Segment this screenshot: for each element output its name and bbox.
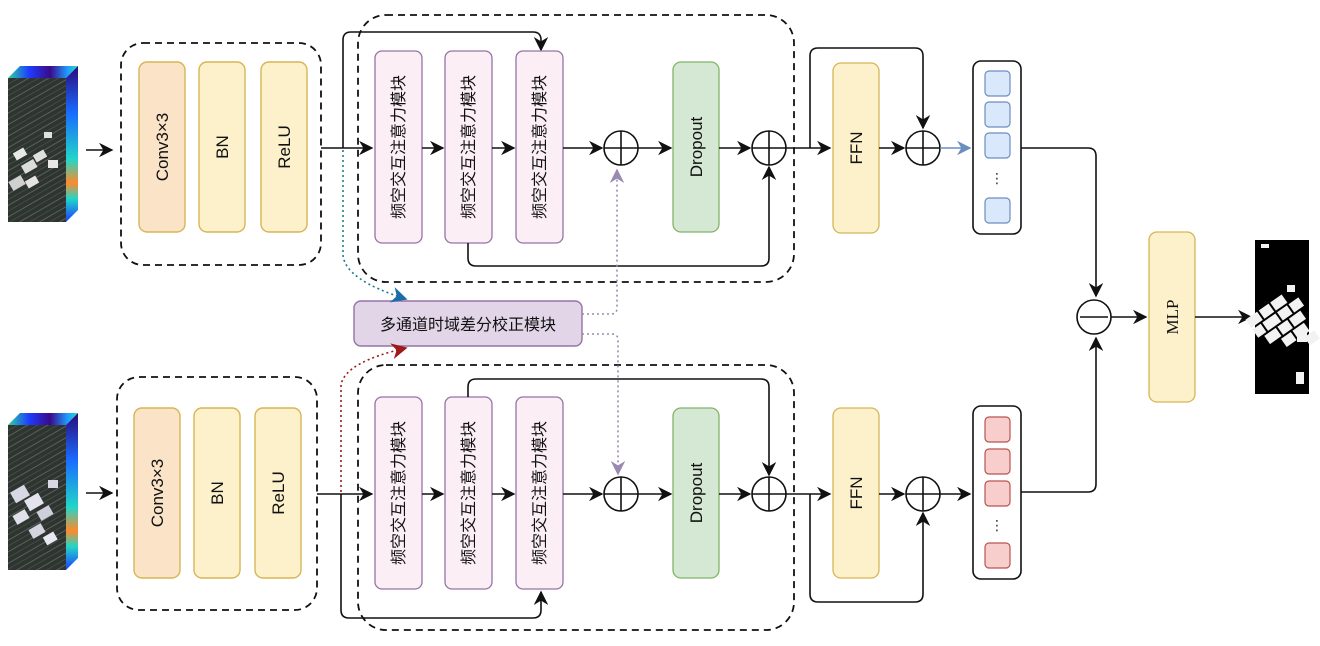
top-branch: Conv3×3 BN ReLU 频空交互注意力模块 频空交互注意力模块 频空交互… [8, 14, 1104, 298]
token-stack-bottom: ⋮ [972, 405, 1022, 580]
bottom-branch: Conv3×3 BN ReLU 频空交互注意力模块 频空交互注意力模块 频空交互… [8, 336, 1104, 631]
ffn-block-bottom[interactable]: FFN [832, 407, 880, 579]
stem-group-bottom [116, 376, 318, 611]
bn-label: BN [208, 481, 227, 505]
attention-block-top-1[interactable]: 频空交互注意力模块 [374, 50, 423, 244]
input-image-t2 [8, 413, 78, 570]
output-change-map [1245, 240, 1320, 394]
add-operator-bottom-1 [603, 476, 639, 512]
dotted-output-top [582, 168, 625, 315]
arrow-tokens-subtract-bottom [1021, 336, 1104, 493]
stem-group-top [120, 42, 322, 266]
attention-label: 频空交互注意力模块 [459, 75, 478, 219]
attention-block-top-3[interactable]: 频空交互注意力模块 [515, 50, 564, 244]
relu-label: ReLU [275, 125, 294, 168]
ffn-label: FFN [847, 131, 866, 164]
conv-label: Conv3×3 [153, 113, 172, 182]
token [984, 132, 1011, 159]
correction-module[interactable]: 多通道时域差分校正模块 [353, 300, 583, 347]
dropout-label: Dropout [687, 462, 706, 523]
bn-block-top[interactable]: BN [198, 61, 246, 233]
attention-label: 频空交互注意力模块 [530, 75, 549, 219]
attention-block-bottom-3[interactable]: 频空交互注意力模块 [515, 396, 564, 590]
attention-block-top-2[interactable]: 频空交互注意力模块 [444, 50, 493, 244]
dropout-block-bottom[interactable]: Dropout [672, 407, 720, 579]
attention-label: 频空交互注意力模块 [459, 421, 478, 565]
dotted-input-bottom [340, 343, 408, 492]
attention-block-bottom-1[interactable]: 频空交互注意力模块 [374, 396, 423, 590]
skip-connection-ffn-bottom [809, 494, 931, 603]
relu-label: ReLU [269, 471, 288, 514]
correction-module-label: 多通道时域差分校正模块 [380, 315, 556, 334]
attention-block-bottom-2[interactable]: 频空交互注意力模块 [444, 396, 493, 590]
token [984, 542, 1011, 569]
token-ellipsis: ⋮ [990, 518, 1004, 534]
token [984, 101, 1011, 128]
mlp-block[interactable]: MLP [1148, 231, 1196, 403]
attention-label: 频空交互注意力模块 [530, 421, 549, 565]
token-ellipsis: ⋮ [990, 171, 1004, 187]
token [984, 197, 1011, 224]
conv-block-bottom[interactable]: Conv3×3 [133, 407, 181, 579]
bn-label: BN [213, 135, 232, 159]
skip-connection-bottom-2 [467, 378, 777, 477]
add-operator-bottom-3 [905, 476, 941, 512]
dotted-input-top [342, 150, 408, 303]
input-image-t1 [8, 66, 78, 222]
skip-connection-ffn-top [809, 47, 931, 148]
bn-block-bottom[interactable]: BN [193, 407, 241, 579]
relu-block-top[interactable]: ReLU [260, 61, 308, 233]
add-operator-top-1 [603, 130, 639, 166]
conv-label: Conv3×3 [148, 459, 167, 528]
attention-group-bottom [357, 364, 795, 631]
dropout-label: Dropout [687, 116, 706, 177]
token [984, 70, 1011, 97]
ffn-block-top[interactable]: FFN [832, 62, 880, 234]
skip-connection-top-2 [467, 165, 777, 267]
dropout-block-top[interactable]: Dropout [672, 61, 720, 233]
dotted-output-bottom [582, 333, 626, 476]
attention-label: 频空交互注意力模块 [389, 421, 408, 565]
add-operator-top-2 [751, 130, 787, 166]
attention-label: 频空交互注意力模块 [389, 75, 408, 219]
skip-connection-bottom-1 [340, 494, 549, 619]
token [984, 416, 1011, 443]
token [984, 448, 1011, 475]
add-operator-bottom-2 [751, 476, 787, 512]
mlp-label: MLP [1163, 300, 1182, 335]
ffn-label: FFN [847, 476, 866, 509]
conv-block-top[interactable]: Conv3×3 [138, 61, 186, 233]
skip-connection-top-1 [342, 31, 549, 148]
token [984, 480, 1011, 507]
token-stack-top: ⋮ [972, 60, 1022, 235]
add-operator-top-3 [905, 130, 941, 166]
arrow-tokens-subtract-top [1021, 147, 1104, 298]
relu-block-bottom[interactable]: ReLU [254, 407, 302, 579]
subtract-operator [1076, 299, 1112, 335]
